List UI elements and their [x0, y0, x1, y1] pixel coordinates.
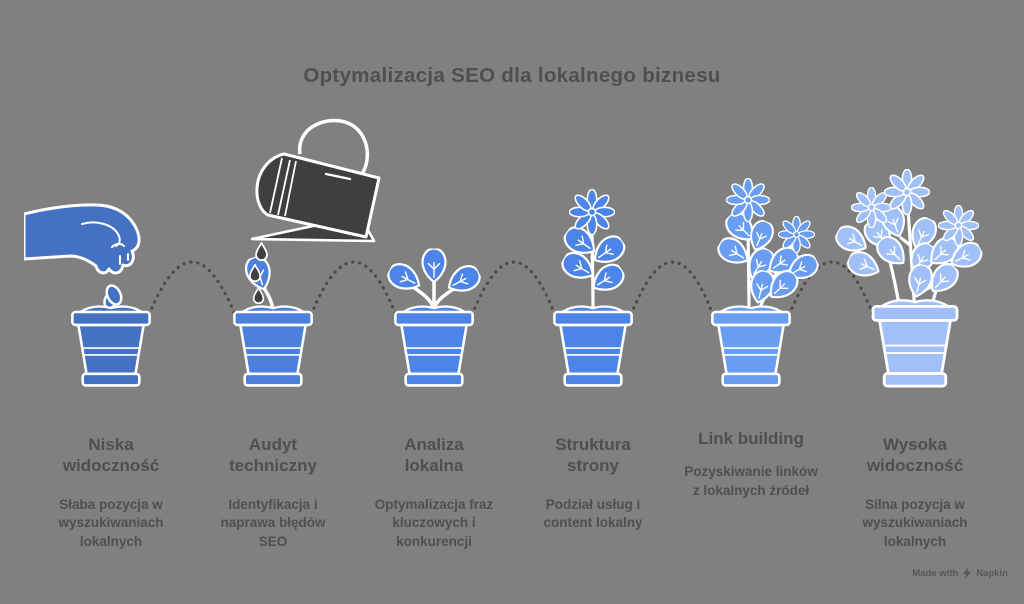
- stage-description: Identyfikacja i naprawa błędów SEO: [220, 496, 326, 550]
- pot-sprout-illustration: [233, 252, 313, 387]
- leaf-icon: [843, 247, 885, 283]
- pot-bush-illustration: [711, 178, 823, 387]
- flower-pot-icon: [233, 305, 313, 387]
- flower-pot-icon: [553, 305, 633, 387]
- stage-title: Audyt techniczny: [229, 435, 317, 476]
- leaf-icon: [903, 261, 936, 301]
- flower-pot-icon: [711, 305, 791, 387]
- flower-pot-icon: [871, 298, 959, 388]
- flower-icon: [569, 189, 615, 235]
- stage-label-link-building: Link building Pozyskiwanie linków z loka…: [661, 428, 841, 501]
- napkin-logo-icon: [963, 567, 972, 579]
- stage-title: Link building: [698, 429, 804, 448]
- stage-title: Analiza lokalna: [404, 435, 464, 476]
- flower-pot-icon: [394, 305, 474, 387]
- stage-title: Niska widoczność: [62, 435, 160, 476]
- stage-title: Wysoka widoczność: [866, 435, 964, 476]
- watermark-prefix: Made with: [912, 567, 959, 579]
- stage-label-struktura-strony: Struktura strony Podział usług i content…: [503, 434, 683, 533]
- stage-label-wysoka-widocznosc: Wysoka widoczność Silna pozycja w wyszuk…: [825, 434, 1005, 552]
- stage-description: Słaba pozycja w wyszukiwaniach lokalnych: [58, 496, 164, 550]
- watermark: Made with Napkin: [912, 567, 1008, 579]
- flower-pot-icon: [71, 305, 151, 387]
- stage-description: Silna pozycja w wyszukiwaniach lokalnych: [862, 496, 968, 550]
- stage-description: Podział usług i content lokalny: [543, 496, 643, 531]
- flower-icon: [884, 169, 930, 215]
- pot-seed-illustration: [71, 290, 151, 387]
- leaf-icon: [241, 252, 276, 294]
- stage-label-audyt-techniczny: Audyt techniczny Identyfikacja i naprawa…: [183, 434, 363, 552]
- watermark-brand: Napkin: [976, 567, 1008, 579]
- pot-full-bloom-illustration: [835, 169, 987, 388]
- stage-label-niska-widocznosc: Niska widoczność Słaba pozycja w wyszuki…: [21, 434, 201, 552]
- leaf-icon: [421, 248, 447, 284]
- pot-flower-illustration: [553, 189, 633, 387]
- stage-title: Struktura strony: [555, 435, 631, 476]
- stage-label-analiza-lokalna: Analiza lokalna Optymalizacja fraz klucz…: [344, 434, 524, 552]
- flower-icon: [778, 216, 815, 253]
- flower-icon: [726, 178, 770, 222]
- flower-icon: [938, 205, 979, 246]
- page-title: Optymalizacja SEO dla lokalnego biznesu: [303, 63, 721, 87]
- stage-description: Pozyskiwanie linków z lokalnych źródeł: [684, 464, 818, 499]
- stage-description: Optymalizacja fraz kluczowych i konkuren…: [374, 496, 494, 550]
- pot-seedling-illustration: [383, 248, 485, 387]
